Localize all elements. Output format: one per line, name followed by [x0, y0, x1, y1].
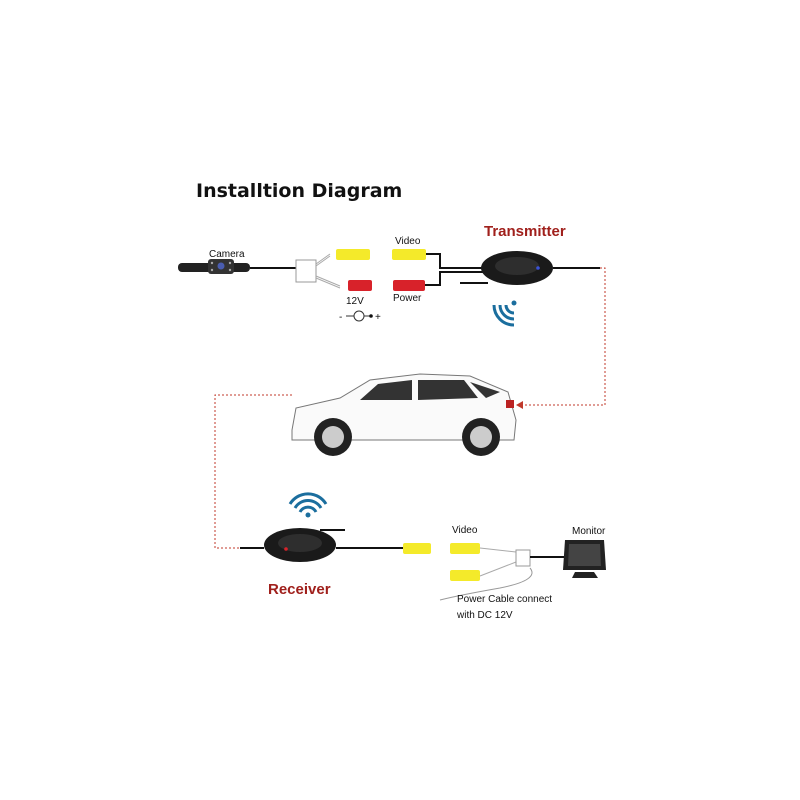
power-cable-note-line1: Power Cable connect	[457, 594, 552, 605]
rca-yellow-connector	[450, 570, 480, 581]
video-label: Video	[395, 236, 421, 247]
cable-junction	[295, 259, 317, 283]
power-label: Power	[393, 293, 422, 304]
wireless-link-line	[214, 394, 292, 549]
rca-yellow-connector	[336, 249, 370, 260]
cable-junction	[515, 549, 531, 567]
rca-red-connector	[393, 280, 425, 291]
monitor	[563, 540, 606, 578]
transmitter-label: Transmitter	[484, 223, 566, 240]
wifi-signal-icon	[288, 492, 328, 518]
voltage-label: 12V	[346, 296, 364, 307]
svg-text:+: +	[375, 312, 381, 323]
monitor-label: Monitor	[572, 526, 606, 537]
camera-label: Camera	[209, 249, 245, 260]
rca-yellow-connector	[392, 249, 426, 260]
car	[291, 373, 517, 456]
svg-text:-: -	[339, 312, 342, 323]
diagram-title: Installtion Diagram	[196, 180, 402, 202]
rca-yellow-connector	[403, 543, 431, 554]
power-cable-note-line2: with DC 12V	[456, 610, 513, 621]
receiver-label: Receiver	[268, 581, 331, 598]
camera	[178, 259, 250, 274]
wireless-link-line	[523, 267, 606, 406]
video-label: Video	[452, 525, 478, 536]
rca-red-connector	[348, 280, 372, 291]
dc-polarity-icon: - +	[339, 310, 381, 323]
rca-yellow-connector	[450, 543, 480, 554]
wifi-signal-icon	[492, 300, 517, 327]
